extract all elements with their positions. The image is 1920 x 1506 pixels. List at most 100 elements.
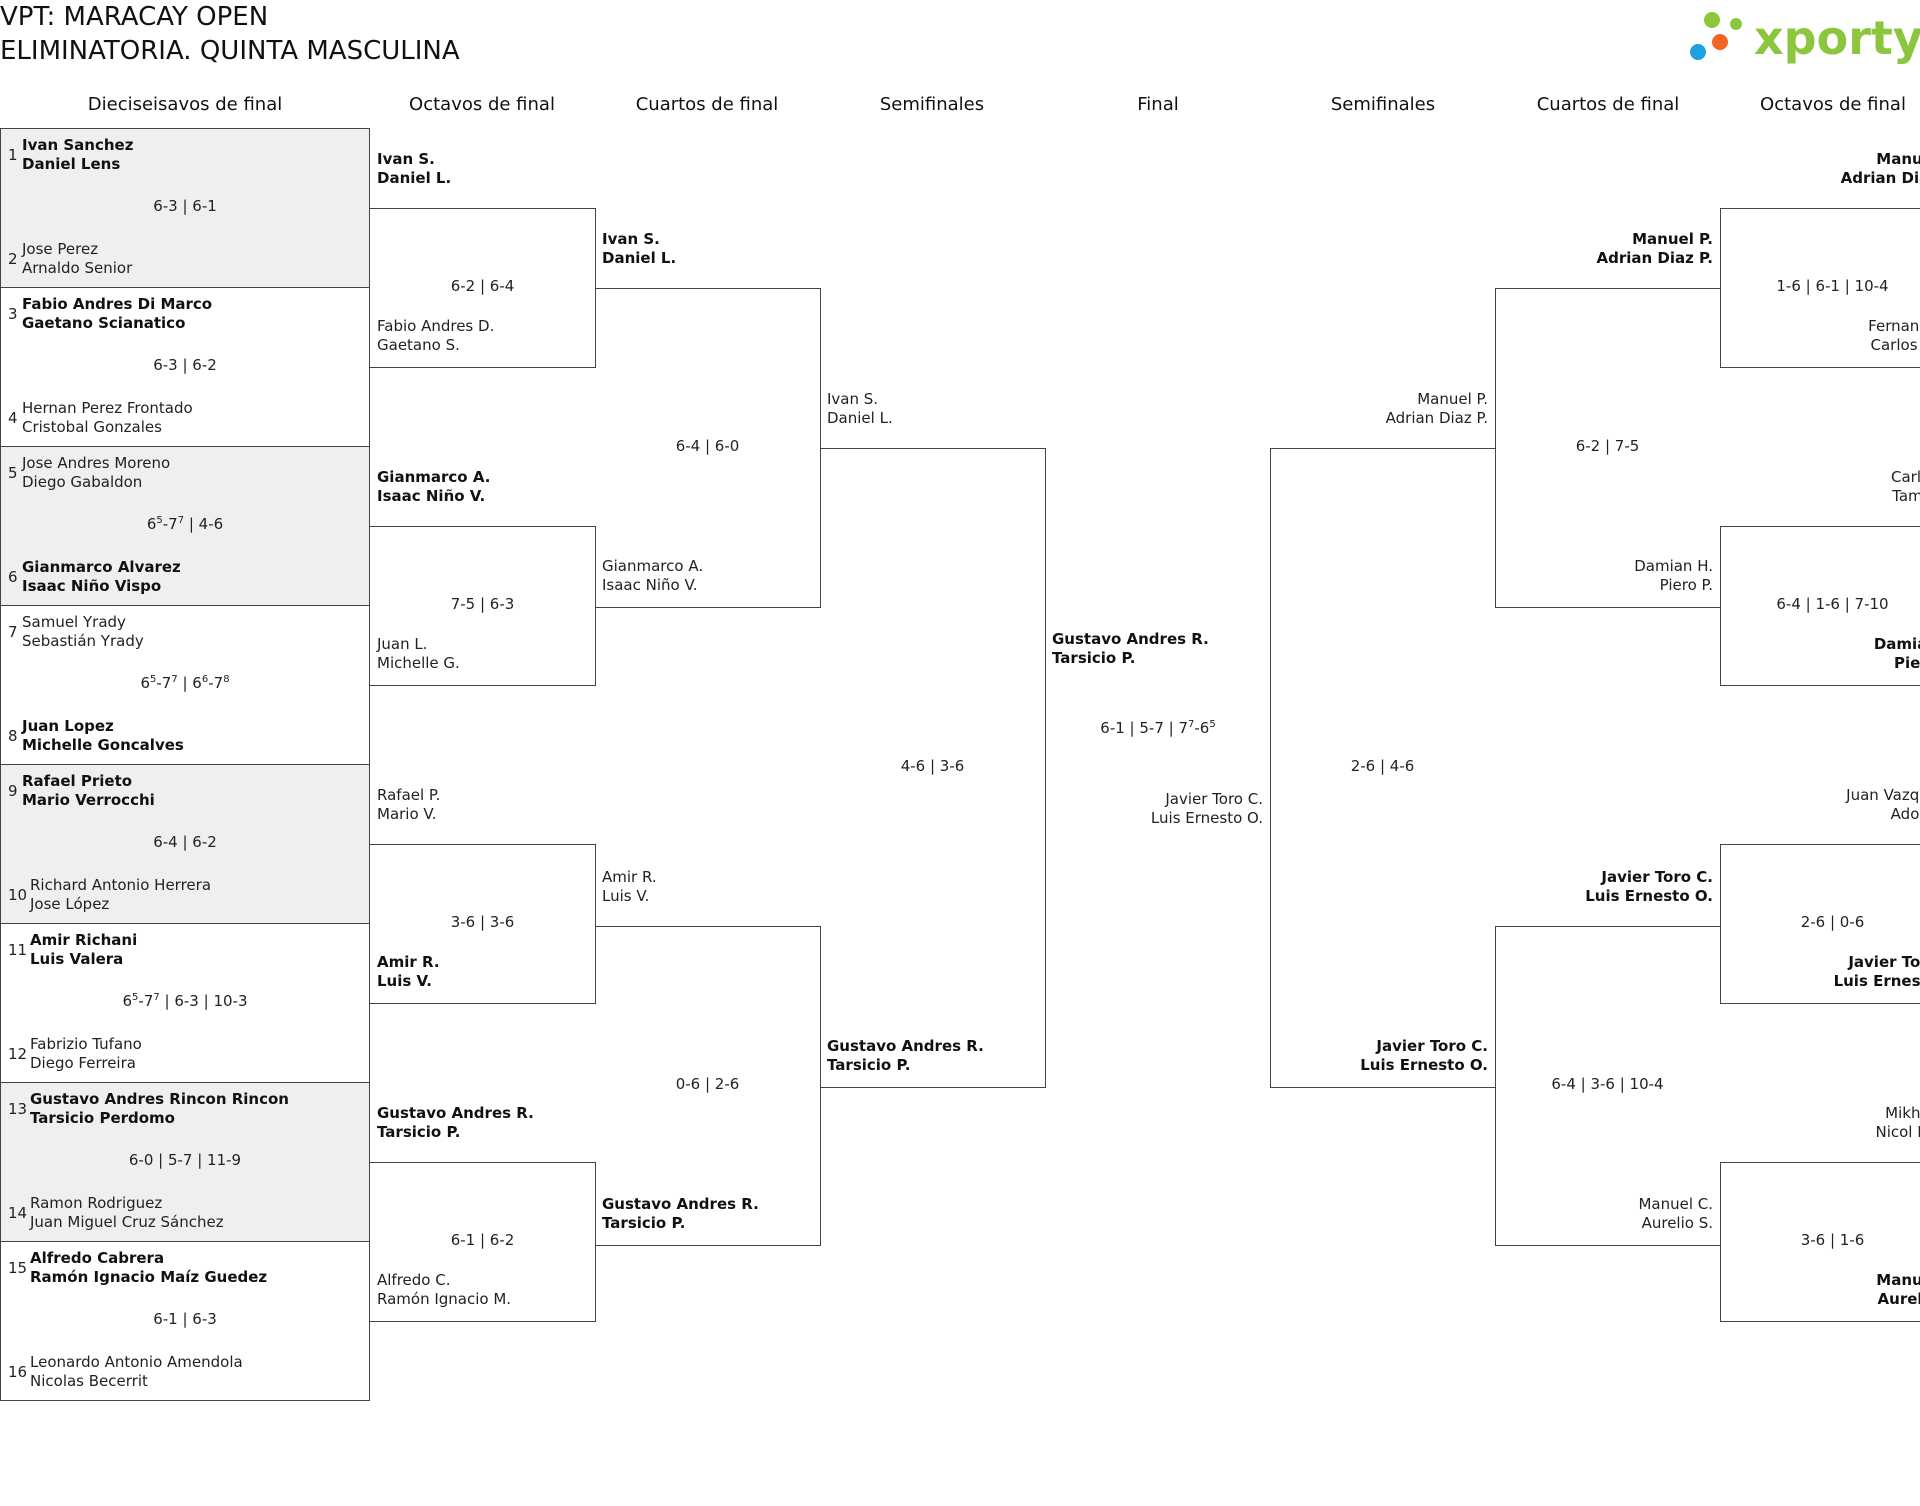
team-entry: Gianmarco A.Isaac Niño V. [377, 468, 490, 506]
bracket-line [1720, 1320, 1920, 1322]
player-name: Gustavo Andres R. [377, 1103, 534, 1122]
player-name: Fabrizio Tufano [30, 1035, 142, 1053]
player-name: Daniel L. [602, 248, 677, 267]
bracket-line [370, 525, 595, 527]
team-entry: Javier Toro C.Luis Ernesto O. [1585, 868, 1713, 906]
bracket-line [1720, 843, 1920, 845]
seed-number: 11 [8, 941, 28, 959]
player-name: Gustavo Andres R. [1052, 630, 1209, 648]
seed-number: 16 [8, 1363, 28, 1381]
player-name: Michelle Goncalves [22, 736, 184, 754]
player-name: Daniel L. [827, 408, 893, 427]
column-header-qf-left: Cuartos de final [635, 94, 779, 115]
bracket-line [1495, 925, 1496, 1246]
player-name: Manuel P. [1632, 229, 1713, 248]
player-name: Cristobal Gonzales [22, 418, 162, 436]
player-name: Adrian Diaz P. [1385, 408, 1488, 427]
player-name: Piero P. [1659, 575, 1713, 594]
player-name: Aurelio [1877, 1289, 1920, 1308]
player-name: Tarsicio P. [602, 1213, 686, 1232]
bracket-line [595, 606, 820, 608]
player-name: Juan Vazque [1846, 785, 1920, 804]
bracket-line [595, 287, 820, 289]
player-name: Michelle G. [377, 653, 460, 672]
player-name: Jose Perez [22, 240, 99, 258]
seed-number: 14 [8, 1204, 28, 1222]
bracket-line [1045, 447, 1046, 1088]
player-name: Jose Andres Moreno [22, 454, 171, 472]
bracket-line [595, 525, 596, 686]
bracket-line [1495, 287, 1496, 608]
player-name: Isaac Niño Vispo [22, 577, 162, 595]
player-name: Aurelio S. [1641, 1213, 1713, 1232]
player-name: Daniel Lens [22, 155, 121, 173]
match-score: 6-4 | 3-6 | 10-4 [1551, 1075, 1664, 1093]
bracket-line [1270, 1086, 1495, 1088]
bracket-line [1720, 1161, 1721, 1322]
bracket-line [1720, 207, 1920, 209]
player-name: Mario V. [377, 804, 437, 823]
player-name: Diego Ferreira [30, 1054, 136, 1072]
player-name: Fabio Andres D. [377, 316, 495, 335]
column-header-qf-right: Cuartos de final [1536, 94, 1680, 115]
player-name: Daniel L. [377, 168, 452, 187]
team-entry: Amir R.Luis V. [377, 953, 440, 991]
bracket-line [595, 843, 596, 1004]
player-name: Tarsicio P. [377, 1122, 461, 1141]
player-name: Fabio Andres Di Marco [22, 295, 213, 313]
bracket-line [1495, 606, 1720, 608]
team-entry: ManuelAurelio [1876, 1271, 1920, 1309]
player-name: Manuel C. [1638, 1194, 1713, 1213]
bracket-line [1720, 843, 1721, 1004]
match-score: 0-6 | 2-6 [675, 1075, 740, 1093]
column-header-final: Final [1137, 94, 1179, 115]
column-header-r16-left: Octavos de final [409, 94, 555, 115]
player-name: Adolfo [1890, 804, 1920, 823]
player-name: Arnaldo Senior [22, 259, 133, 277]
team-entry: Juan VazqueAdolfo [1846, 786, 1920, 824]
player-name: Gaetano Scianatico [22, 314, 186, 332]
match-score: 3-6 | 1-6 [1800, 1231, 1865, 1249]
player-name: Ivan S. [827, 389, 879, 408]
player-name: Gustavo Andres Rincon Rincon [30, 1090, 289, 1108]
player-name: Damian H. [1634, 556, 1713, 575]
bracket-line [370, 1002, 595, 1004]
team-entry: Gustavo Andres R.Tarsicio P. [377, 1104, 534, 1142]
match-score: 6-4 | 6-2 [153, 833, 217, 851]
player-name: Isaac Niño V. [377, 486, 486, 505]
player-name: Diego Gabaldon [22, 473, 143, 491]
seed-number: 10 [8, 886, 28, 904]
player-name: Manuel [1876, 149, 1920, 168]
player-name: Tarsicio Perdomo [30, 1109, 175, 1127]
player-name: Nicolas Becerrit [30, 1372, 148, 1390]
match-score: 6-1 | 6-2 [450, 1231, 515, 1249]
column-header-r32: Dieciseisavos de final [87, 94, 283, 115]
player-name: Gustavo Andres R. [827, 1036, 984, 1055]
team-entry: Manuel P.Adrian Diaz P. [1596, 230, 1713, 268]
player-name: Nicol De [1875, 1122, 1920, 1141]
bracket-line [370, 1161, 595, 1163]
player-name: Gianmarco Alvarez [22, 558, 181, 576]
team-entry: Ivan S.Daniel L. [377, 150, 451, 188]
team-entry: Ivan S.Daniel L. [827, 390, 893, 428]
team-entry: Amir R.Luis V. [602, 868, 657, 906]
bracket-line [1720, 525, 1920, 527]
seed-number: 5 [8, 464, 18, 482]
player-name: Luis Ernesto [1833, 971, 1920, 990]
player-name: Samuel Yrady [22, 613, 126, 631]
player-name: Gianmarco A. [377, 467, 491, 486]
seed-number: 3 [8, 305, 18, 323]
player-name: Manuel [1876, 1270, 1920, 1289]
team-entry: Gustavo Andres R.Tarsicio P. [827, 1037, 984, 1075]
player-name: Tarsicio P. [827, 1055, 911, 1074]
team-entry: Gustavo Andres R.Tarsicio P. [602, 1195, 759, 1233]
column-header-sf-left: Semifinales [879, 94, 985, 115]
player-name: Luis Ernesto O. [1585, 886, 1713, 905]
